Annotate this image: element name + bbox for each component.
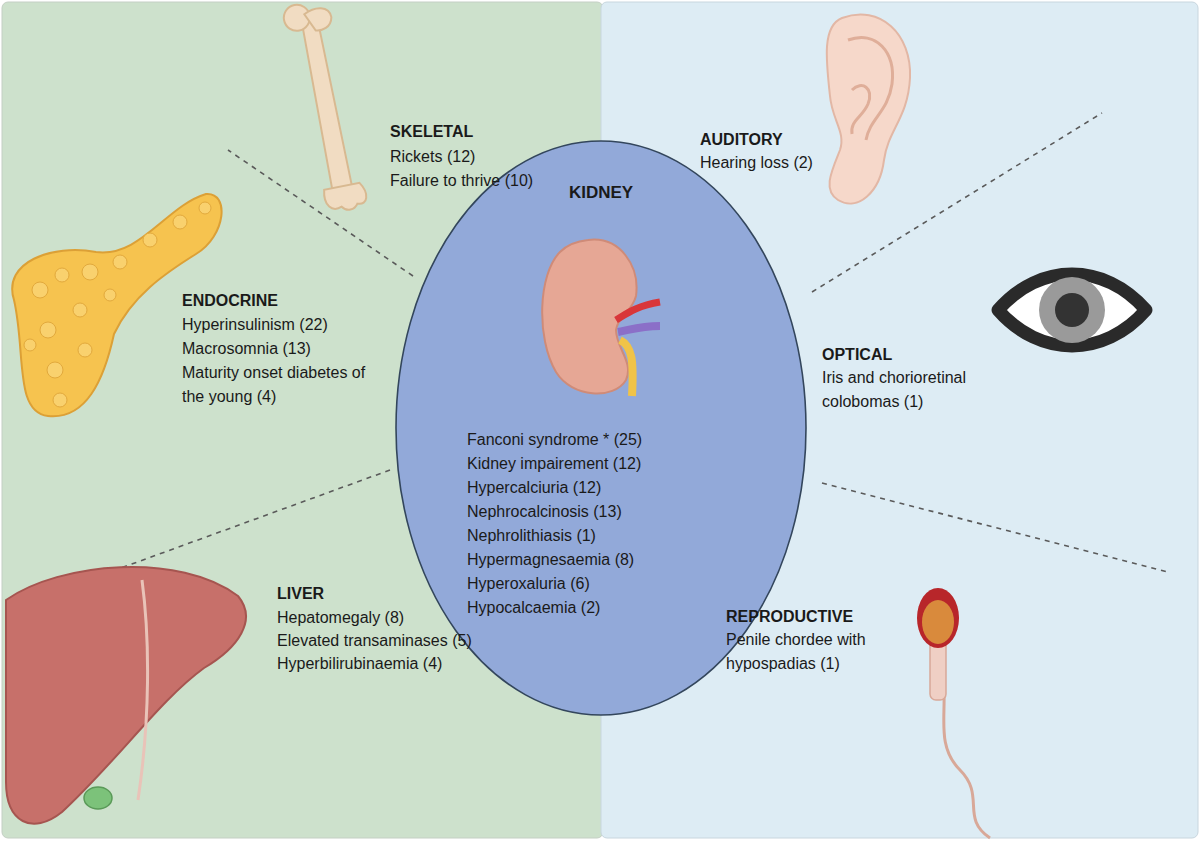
- finding-item: Hearing loss (2): [700, 151, 813, 175]
- bone-shaft: [300, 19, 352, 190]
- bone-condyles: [323, 182, 368, 214]
- finding-item: Nephrolithiasis (1): [467, 524, 642, 548]
- lobule: [113, 255, 127, 269]
- finding-list: Fanconi syndrome * (25)Kidney impairemen…: [467, 428, 642, 620]
- eye-illustration: [998, 274, 1146, 346]
- leader-line: [228, 150, 413, 276]
- finding-item: Hypermagnesaemia (8): [467, 548, 642, 572]
- lobule: [47, 362, 63, 378]
- finding-item: Fanconi syndrome * (25): [467, 428, 642, 452]
- finding-item: Rickets (12): [390, 145, 475, 169]
- lobule: [104, 289, 116, 301]
- lobule: [32, 282, 48, 298]
- lobule: [143, 233, 157, 247]
- finding-item: Hypocalcaemia (2): [467, 596, 642, 620]
- category-heading: AUDITORY: [700, 128, 783, 152]
- lobule: [40, 322, 56, 338]
- lobule: [73, 303, 87, 317]
- finding-item: Kidney impairement (12): [467, 452, 642, 476]
- bone-illustration: [282, 0, 369, 215]
- lobule: [199, 202, 211, 214]
- finding-item: Maturity onset diabetes of the young (4): [182, 361, 372, 409]
- liver-illustration: [6, 567, 246, 824]
- finding-item: Macrosomnia (13): [182, 337, 311, 361]
- sperm-midpiece: [930, 640, 946, 700]
- leader-line: [88, 470, 390, 580]
- eye-outline: [998, 274, 1146, 346]
- ellipse-outline: [395, 140, 807, 716]
- leader-line: [822, 483, 1168, 572]
- liver-ligament: [138, 580, 148, 800]
- category-heading: OPTICAL: [822, 343, 892, 367]
- bone-trochanter: [304, 6, 334, 33]
- category-heading: LIVER: [277, 582, 324, 606]
- category-heading: REPRODUCTIVE: [726, 605, 853, 629]
- ear-illustration: [827, 15, 910, 204]
- eye-iris: [1039, 277, 1105, 343]
- gallbladder: [84, 787, 112, 809]
- lobule: [24, 339, 36, 351]
- finding-item: Hyperbilirubinaemia (4): [277, 652, 442, 676]
- lobule: [53, 393, 67, 407]
- category-heading: SKELETAL: [390, 120, 473, 144]
- sperm-head-outer: [917, 588, 959, 648]
- finding-item: Penile chordee with hypospadias (1): [726, 628, 906, 676]
- sperm-head: [922, 600, 954, 644]
- lobule: [173, 215, 187, 229]
- ear-outer: [827, 15, 910, 204]
- kidney-ellipse: KIDNEYFanconi syndrome * (25)Kidney impa…: [395, 140, 807, 716]
- finding-item: Nephrocalcinosis (13): [467, 500, 642, 524]
- finding-item: Hypercalciuria (12): [467, 476, 642, 500]
- finding-item: Elevated transaminases (5): [277, 629, 472, 653]
- finding-item: Failure to thrive (10): [390, 169, 533, 193]
- ear-helix: [848, 38, 893, 140]
- finding-item: Iris and chorioretinal colobomas (1): [822, 366, 994, 414]
- sperm-illustration: [917, 588, 990, 838]
- finding-item: Hepatomegaly (8): [277, 606, 404, 630]
- eye-pupil: [1055, 293, 1089, 327]
- ellipse-shape: [396, 141, 806, 715]
- finding-item: Hyperoxaluria (6): [467, 572, 642, 596]
- liver-body: [6, 567, 246, 824]
- finding-item: Hyperinsulinism (22): [182, 313, 328, 337]
- ear-concha: [852, 86, 870, 134]
- category-heading: ENDOCRINE: [182, 289, 278, 313]
- lobule: [55, 268, 69, 282]
- lobule: [78, 343, 92, 357]
- lobule: [82, 264, 98, 280]
